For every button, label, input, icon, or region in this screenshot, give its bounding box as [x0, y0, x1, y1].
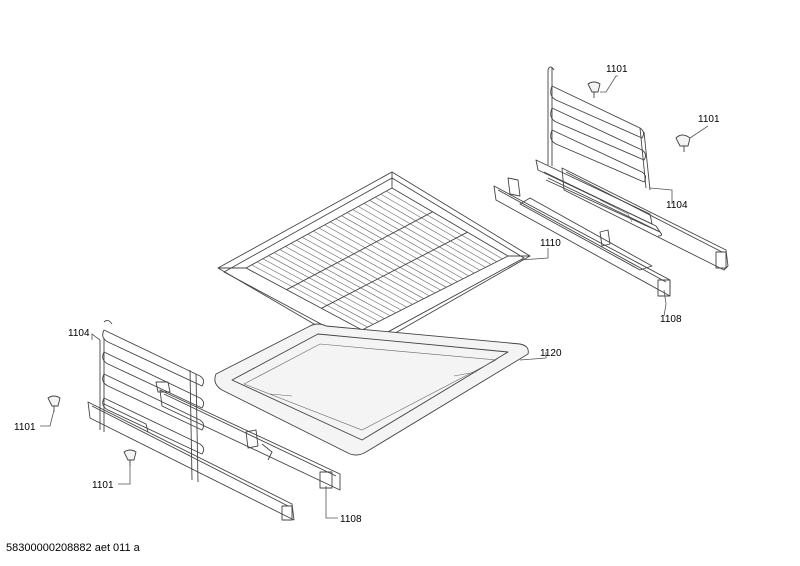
wire-bar	[386, 190, 503, 260]
clip-part-top-a	[587, 81, 601, 98]
wire-bar	[380, 193, 497, 262]
wire-bar	[330, 221, 447, 288]
wire-bar	[302, 236, 419, 302]
wire-bar	[262, 258, 379, 322]
label-1101-top-b: 1101	[698, 114, 720, 125]
wire-bar	[268, 255, 385, 319]
wire-bar	[369, 200, 486, 268]
drawing-reference-number: 58300000208882 aet 011 a	[6, 542, 140, 554]
side-rack-left	[99, 319, 205, 483]
label-1101-top-a: 1101	[606, 64, 628, 75]
label-1108-left: 1108	[340, 514, 362, 525]
wire-bar	[335, 218, 452, 285]
wire-cross-bar	[321, 231, 468, 309]
wire-bar	[290, 243, 408, 308]
wire-bar	[375, 196, 492, 265]
label-1104-left: 1104	[68, 328, 90, 339]
label-1120: 1120	[540, 348, 562, 359]
wire-bar	[363, 203, 481, 271]
side-rack-right	[535, 66, 663, 237]
label-1104-right: 1104	[666, 200, 688, 211]
pullout-rail-left	[159, 389, 341, 491]
wire-bar	[296, 240, 413, 305]
wire-bar	[251, 264, 368, 328]
label-1101-left-a: 1101	[14, 422, 36, 433]
wire-bar	[346, 212, 464, 280]
wire-bar	[318, 227, 436, 294]
pullout-rail-right	[493, 177, 671, 297]
wire-rack	[217, 171, 531, 353]
clip-part-left-a	[47, 395, 61, 412]
wire-bar	[324, 224, 441, 291]
wire-bar	[352, 209, 469, 277]
label-1108-right: 1108	[660, 314, 682, 325]
leader-lines	[40, 75, 709, 519]
wire-bar	[358, 206, 475, 274]
wire-bar	[273, 252, 391, 317]
clip-part-top-b	[675, 134, 691, 152]
label-1110: 1110	[540, 238, 561, 249]
wire-bar	[313, 230, 430, 297]
baking-tray	[214, 323, 529, 456]
wire-bar	[285, 246, 402, 311]
telescopic-rail-right	[561, 167, 729, 271]
telescopic-rail-left	[87, 401, 295, 521]
wire-bar	[307, 233, 424, 299]
wire-bar	[257, 261, 374, 325]
wire-bar	[341, 215, 458, 282]
wire-bar	[279, 249, 396, 314]
wire-cross-bar	[286, 211, 433, 291]
label-1101-left-b: 1101	[92, 480, 114, 491]
